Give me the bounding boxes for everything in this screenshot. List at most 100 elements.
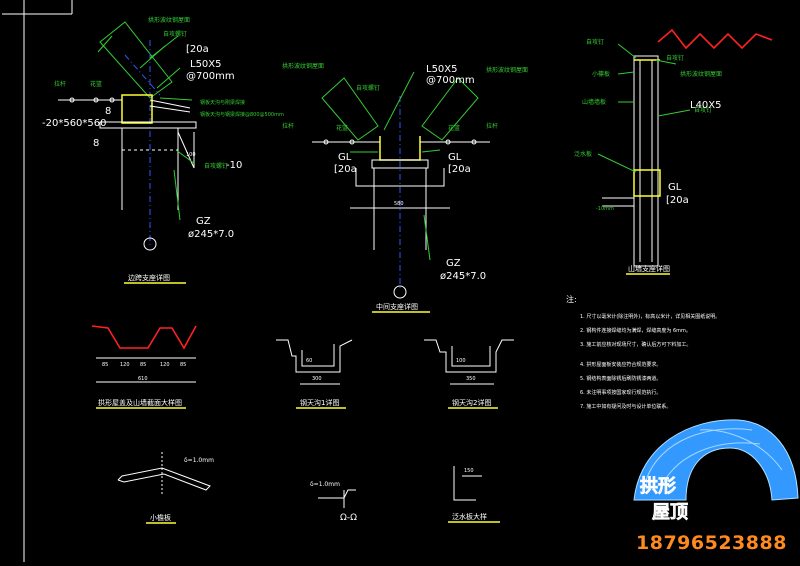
brand-line-1: 拱形: [640, 475, 676, 497]
spacing-label: @700mm: [186, 71, 235, 82]
dim-a-4: 120: [160, 362, 170, 368]
axis-bubble: [143, 237, 157, 251]
label-screw-1: 自攻钉: [586, 38, 604, 46]
eave-title: 小檐板: [150, 513, 171, 522]
omega-title: Ω-Ω: [340, 513, 357, 523]
label-gable-panel: 山墙墙板: [582, 98, 606, 106]
label-screw-3: 自攻钉: [666, 54, 684, 62]
label-rod-left: 拉杆: [282, 122, 294, 130]
section-title: 钢天沟2详图: [452, 398, 491, 407]
label-roof-panel: 拱形波纹钢屋面: [148, 16, 190, 24]
cap-plate: [371, 159, 429, 169]
dim-a-3: 85: [140, 362, 146, 368]
label-screw-2: 自攻钉: [694, 106, 712, 114]
gl-channel: [633, 169, 661, 197]
omega-profile: [318, 489, 356, 499]
gl-left-size: [20a: [334, 164, 357, 175]
brand-phone: 18796523888: [636, 532, 787, 554]
flashing-profile: [453, 466, 476, 501]
spacing-label: @700mm: [426, 75, 475, 86]
axis-bubble: [393, 285, 407, 299]
omega-thk: δ=1.0mm: [310, 481, 340, 488]
angle-label: L50X5: [426, 64, 458, 75]
gl-right-size: [20a: [448, 164, 471, 175]
notes-block: 注: 1. 尺寸以毫米计(除注明外)，标高以米计，详见相关图纸说明。 2. 钢构…: [566, 294, 720, 410]
note-2: 2. 钢构件连接焊缝均为满焊，焊缝高度为 6mm。: [580, 327, 691, 334]
label-screw: 自攻螺钉: [356, 84, 380, 92]
section-title: 钢天沟1详图: [300, 398, 339, 407]
column-size-label: ø245*7.0: [440, 271, 486, 282]
column-size-label: ø245*7.0: [188, 229, 234, 240]
gable-support-detail: 自攻钉 小檩板 山墙墙板 拱形波纹钢屋面 自攻钉 自攻钉 泛水板 L40X5 G…: [574, 28, 773, 275]
weld-label-2: 8: [93, 138, 99, 149]
roof-panel-right: [421, 77, 479, 141]
gl-label: GL: [668, 182, 682, 193]
detail-title: 山墙支座详图: [628, 264, 670, 273]
flashing-title: 泛水板大样: [452, 512, 487, 521]
label-weld-2: 钢板天沟与钢梁焊接@800@500mm: [200, 111, 284, 118]
level-label: -10mm: [596, 206, 614, 212]
note-6: 6. 未注明事项按国家现行规范执行。: [580, 389, 661, 396]
label-roof-right: 拱形波纹钢屋面: [486, 66, 528, 74]
dim-b-width: 300: [312, 376, 322, 382]
gutter-1-profile: [276, 339, 353, 373]
flashing-detail: 150 泛水板大样: [448, 466, 500, 523]
note-1: 1. 尺寸以毫米计(除注明外)，标高以米计，详见相关图纸说明。: [580, 313, 720, 320]
drawing-frame: [2, 0, 73, 562]
section-title: 拱形屋盖及山墙截面大样图: [98, 398, 182, 407]
base-plate: [99, 121, 197, 129]
dim-b-depth: 60: [306, 358, 312, 364]
label-roof-left: 拱形波纹钢屋面: [282, 62, 324, 70]
corrugated-section: [91, 325, 197, 350]
beam-size-label: [20a: [186, 44, 209, 55]
angle-label: L40X5: [690, 100, 722, 111]
label-rod: 拉杆: [54, 80, 66, 88]
note-5: 5. 钢结构表面除锈后刷防锈漆两道。: [580, 375, 661, 382]
notes-heading: 注:: [566, 294, 577, 304]
brand-arch-logo: 拱形 屋顶: [633, 419, 799, 523]
arch-section-detail: 85 120 85 120 85 610 拱形屋盖及山墙截面大样图: [91, 325, 197, 409]
gutter-2-detail: 350 100 钢天沟2详图: [424, 339, 514, 409]
gutter-2-profile: [424, 339, 514, 373]
dim-a-total: 610: [138, 376, 148, 382]
dim-a-1: 85: [102, 362, 108, 368]
detail-title: 中间支座详图: [376, 302, 418, 311]
flashing-dim: 150: [464, 468, 474, 474]
eave-thk: δ=1.0mm: [184, 457, 214, 464]
roof-panel-left: [321, 77, 379, 141]
dim-a-5: 85: [180, 362, 186, 368]
gutter-1-detail: 300 60 钢天沟1详图: [276, 339, 353, 409]
label-screw-2: 自攻螺钉: [204, 162, 228, 170]
angle-label: L50X5: [190, 59, 222, 70]
eave-profile: [117, 467, 211, 491]
label-eave-board: 小檩板: [592, 70, 610, 78]
label-rod-right: 拉杆: [486, 122, 498, 130]
note-4: 4. 拱形屋面板安装应符合规范要求。: [580, 361, 661, 368]
detail-title: 边跨支座详图: [128, 273, 170, 282]
gutter-beam: [121, 94, 153, 124]
dim-c-depth: 100: [456, 358, 466, 364]
gl-size-label: [20a: [666, 195, 689, 206]
weld-label-1: 8: [105, 106, 111, 117]
omega-section-detail: δ=1.0mm Ω-Ω: [310, 481, 357, 523]
label-roof-panel: 拱形波纹钢屋面: [680, 70, 722, 78]
label-screw: 自攻螺钉: [163, 30, 187, 38]
column-label: GZ: [196, 216, 211, 227]
label-turnbuckle: 花篮: [90, 80, 102, 88]
dim-100: 100: [186, 152, 196, 158]
note-7: 7. 施工中如有疑问及时与设计单位联系。: [580, 403, 671, 410]
brand-line-2: 屋顶: [652, 502, 688, 523]
note-3: 3. 施工前应核对现场尺寸，确认后方可下料加工。: [580, 341, 691, 348]
label-weld-1: 钢板天沟与刚梁焊接: [200, 99, 245, 106]
dim-580: 580: [394, 201, 404, 207]
gl-right-label: GL: [448, 152, 462, 163]
plate-thk-label: -10: [226, 160, 242, 171]
column-label: GZ: [446, 258, 461, 269]
dim-a-2: 120: [120, 362, 130, 368]
corrugated-profile: [657, 28, 773, 50]
arch-roof-icon: [633, 419, 799, 501]
dim-c-width: 350: [466, 376, 476, 382]
label-turnbuckle-right: 花篮: [448, 124, 460, 132]
gable-wall: [633, 55, 659, 267]
